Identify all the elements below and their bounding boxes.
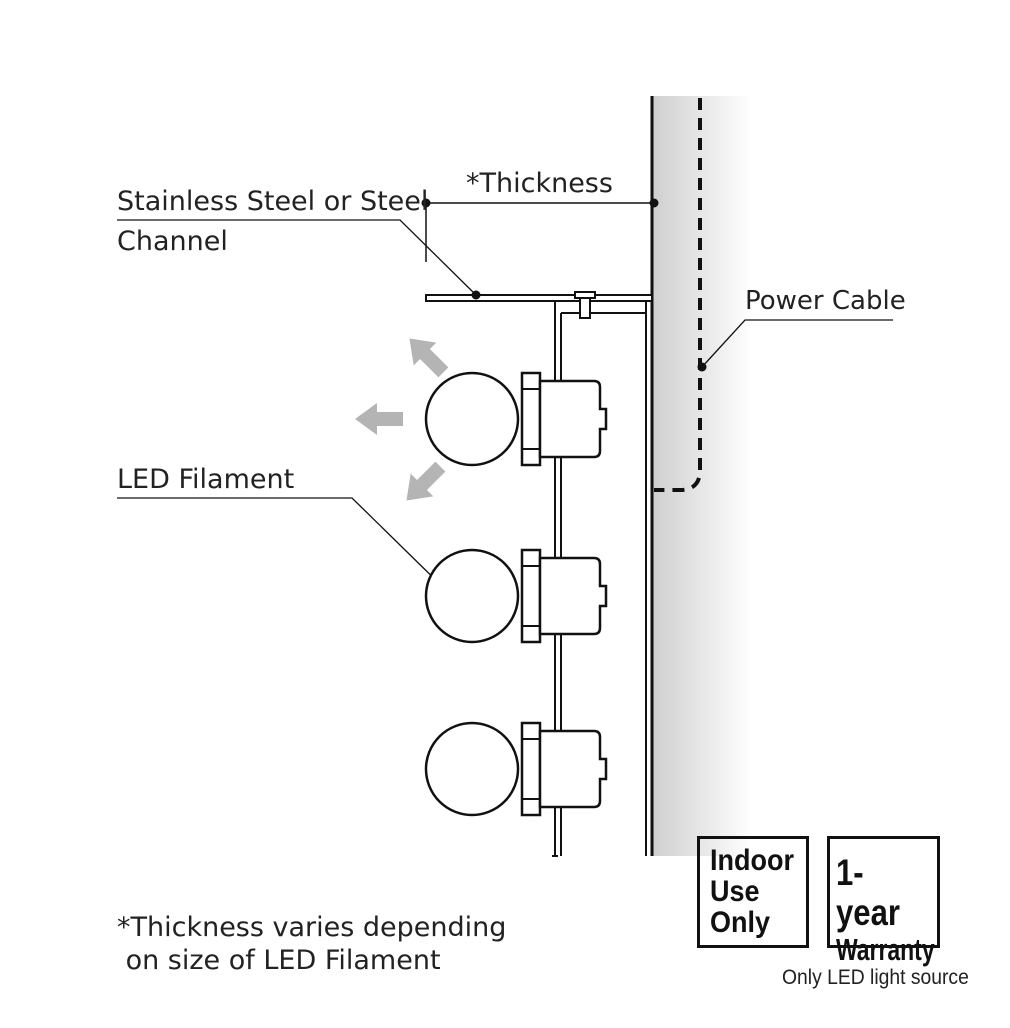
led-bulb <box>424 721 608 817</box>
indoor-badge-line3: Only <box>710 906 771 939</box>
power-cable-leader <box>697 319 893 372</box>
power-cable <box>654 98 702 492</box>
thickness-note-line1: *Thickness varies depending <box>117 912 507 943</box>
light-ray-arrow-icon <box>398 327 455 384</box>
indoor-use-only-badge: Indoor Use Only <box>697 836 809 948</box>
led-filament-leader <box>117 497 457 601</box>
channel-leader <box>117 219 481 300</box>
label-led-filament: LED Filament <box>117 464 295 495</box>
warranty-badge-line1: 1-year <box>836 852 900 933</box>
badge-caption: Only LED light source <box>782 966 969 989</box>
led-bulb <box>424 371 608 467</box>
light-ray-arrow-icon <box>355 403 403 435</box>
thickness-note-line2: on size of LED Filament <box>117 944 441 976</box>
thickness-note: *Thickness varies depending on size of L… <box>117 912 506 978</box>
indoor-badge-line2: Use <box>710 875 760 908</box>
label-channel-line1: Stainless Steel or Steel <box>117 186 429 217</box>
warranty-badge: 1-year Warranty <box>827 836 940 967</box>
warranty-badge-line2: Warranty <box>836 932 935 967</box>
led-bulb <box>424 548 608 644</box>
indoor-badge-line1: Indoor <box>710 844 794 877</box>
label-channel-line2: Channel <box>117 226 228 257</box>
label-thickness: *Thickness <box>466 168 613 199</box>
label-power-cable: Power Cable <box>745 286 906 316</box>
light-ray-arrow-icon <box>395 455 452 512</box>
thickness-dimension <box>421 198 659 262</box>
